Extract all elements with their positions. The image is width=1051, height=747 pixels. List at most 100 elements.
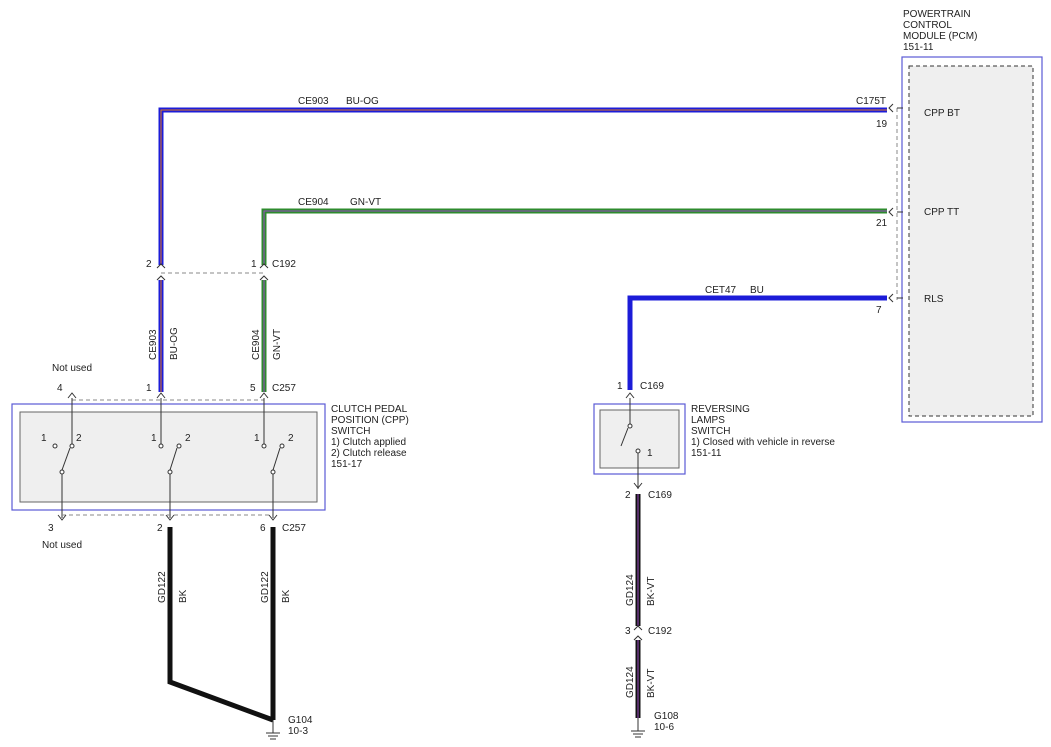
cpp-not-used-bottom: Not used — [42, 540, 82, 551]
c257-pin-5-mark — [259, 392, 269, 399]
wire-ce904-circuit-vertical: CE904 — [251, 329, 262, 360]
c192-pin-1: 1 — [251, 259, 257, 270]
c169-bottom-mark — [633, 482, 643, 489]
cpp-contact-c: 1 2 — [254, 398, 294, 518]
wire-ce903-top — [158, 107, 887, 265]
g104-name: G104 — [288, 715, 313, 726]
cpp-a-label-1: 1 — [41, 433, 47, 444]
c192-pin-1-mark — [259, 263, 269, 281]
wire-gd122-right-circuit: GD122 — [260, 571, 271, 603]
rl-contact-bottom — [635, 448, 641, 454]
wire-ce904-circuit: CE904 — [298, 197, 329, 208]
cpp-title-line4: 1) Clutch applied — [331, 437, 406, 448]
cpp-a-contact-2 — [69, 443, 75, 449]
cpp-c-contact-1 — [261, 443, 267, 449]
rl-contact-top — [627, 423, 633, 429]
cpp-inner-box — [19, 411, 318, 503]
c192-name: C192 — [272, 259, 296, 270]
c257-top-name: C257 — [272, 383, 296, 394]
wire-gd122-left — [167, 527, 274, 723]
cpp-title-line6: 151-17 — [331, 459, 363, 470]
pcm-pin-num-21: 21 — [876, 218, 888, 229]
wire-ce903-color-vertical: BU-OG — [169, 327, 180, 360]
cpp-c-label-1: 1 — [254, 433, 260, 444]
cpp-switch: CLUTCH PEDAL POSITION (CPP) SWITCH 1) Cl… — [11, 398, 409, 518]
cpp-title-line1: CLUTCH PEDAL — [331, 404, 408, 415]
wire-gd124-lower-circuit: GD124 — [625, 666, 636, 698]
cpp-a-label-2: 2 — [76, 433, 82, 444]
cpp-title-line3: SWITCH — [331, 426, 370, 437]
cpp-outer-box — [11, 403, 326, 511]
cpp-b-blade — [169, 447, 178, 471]
rl-title-line1: REVERSING — [691, 404, 750, 415]
pcm-pin-7-arrow — [888, 293, 903, 303]
rl-blade — [620, 427, 629, 447]
wire-cet47-circuit: CET47 — [705, 285, 737, 296]
pcm-module: POWERTRAIN CONTROL MODULE (PCM) 151-11 C… — [856, 9, 1043, 423]
c169-top-pin: 1 — [617, 381, 623, 392]
cpp-b-contact-1 — [158, 443, 164, 449]
c169-bottom-pin: 2 — [625, 490, 631, 501]
wire-ce904-color: GN-VT — [350, 197, 381, 208]
pcm-pin-21-arrow — [888, 207, 903, 217]
c169-top-mark — [625, 392, 635, 399]
c257-pin-6-mark — [268, 514, 278, 521]
connector-c192-top: 2 1 C192 — [146, 259, 296, 281]
pcm-inner-box — [908, 65, 1034, 417]
pcm-pin-num-19: 19 — [876, 119, 888, 130]
c257-top-pin-4: 4 — [57, 383, 63, 394]
pcm-title-line2: CONTROL — [903, 20, 952, 31]
cpp-b-label-2: 2 — [185, 433, 191, 444]
pcm-title-line4: 151-11 — [903, 42, 934, 53]
rl-outer-box — [593, 403, 686, 475]
wire-cet47-line — [627, 295, 887, 390]
reversing-lamps-switch: 1 REVERSING LAMPS SWITCH 1) Closed with … — [593, 398, 835, 489]
c192-bottom-pin: 3 — [625, 626, 631, 637]
wire-ce903-circuit-vertical: CE903 — [148, 329, 159, 360]
cpp-c-label-2: 2 — [288, 433, 294, 444]
cpp-b-pivot — [167, 469, 173, 475]
c169-top-name: C169 — [640, 381, 664, 392]
c257-bottom-pin-3: 3 — [48, 523, 54, 534]
pcm-pin-num-7: 7 — [876, 305, 882, 316]
cpp-c-blade — [272, 447, 281, 471]
wire-ce904-stripe — [263, 210, 887, 265]
cpp-a-blade — [61, 447, 71, 471]
c169-bottom-name: C169 — [648, 490, 672, 501]
cpp-a-contact-1 — [52, 443, 58, 449]
cpp-title-line2: POSITION (CPP) — [331, 415, 409, 426]
cpp-b-label-1: 1 — [151, 433, 157, 444]
wire-gd124-upper-circuit: GD124 — [625, 574, 636, 606]
g108-ref: 10-6 — [654, 722, 674, 733]
c192-pin-2: 2 — [146, 259, 152, 270]
c257-pin-2-mark — [165, 514, 175, 521]
pcm-pin-19-arrow — [888, 103, 903, 113]
g104-ref: 10-3 — [288, 726, 308, 737]
rl-title-line4: 1) Closed with vehicle in reverse — [691, 437, 835, 448]
cpp-c-pivot — [270, 469, 276, 475]
c257-top-pin-5: 5 — [250, 383, 256, 394]
connector-c169-top: 1 C169 — [617, 381, 664, 399]
ground-g108: G108 10-6 — [631, 711, 679, 738]
pcm-title-line1: POWERTRAIN — [903, 9, 971, 20]
connector-c169-bottom: 2 C169 — [625, 482, 672, 501]
wire-ce903-color: BU-OG — [346, 96, 379, 107]
cpp-b-contact-2 — [176, 443, 182, 449]
c257-pin-1-mark — [156, 392, 166, 399]
rl-title-line3: SWITCH — [691, 426, 730, 437]
c257-bottom-pin-6: 6 — [260, 523, 266, 534]
c257-bottom-pin-2: 2 — [157, 523, 163, 534]
wire-ce904-color-vertical: GN-VT — [272, 329, 283, 360]
cpp-contact-b: 1 2 — [151, 398, 191, 518]
connector-c257-bottom: 3 2 6 C257 Not used — [42, 514, 306, 551]
c192-bottom-name: C192 — [648, 626, 672, 637]
cpp-title-line5: 2) Clutch release — [331, 448, 407, 459]
wire-gd124-upper-color: BK-VT — [646, 577, 657, 606]
rl-inner-box — [599, 409, 680, 469]
ground-g104: G104 10-3 — [266, 715, 313, 740]
wire-ce903-stripe — [160, 109, 887, 265]
wire-ce903-circuit: CE903 — [298, 96, 329, 107]
connector-c257-top: 4 1 5 C257 Not used — [52, 363, 296, 401]
wire-gd124-lower-color: BK-VT — [646, 669, 657, 698]
